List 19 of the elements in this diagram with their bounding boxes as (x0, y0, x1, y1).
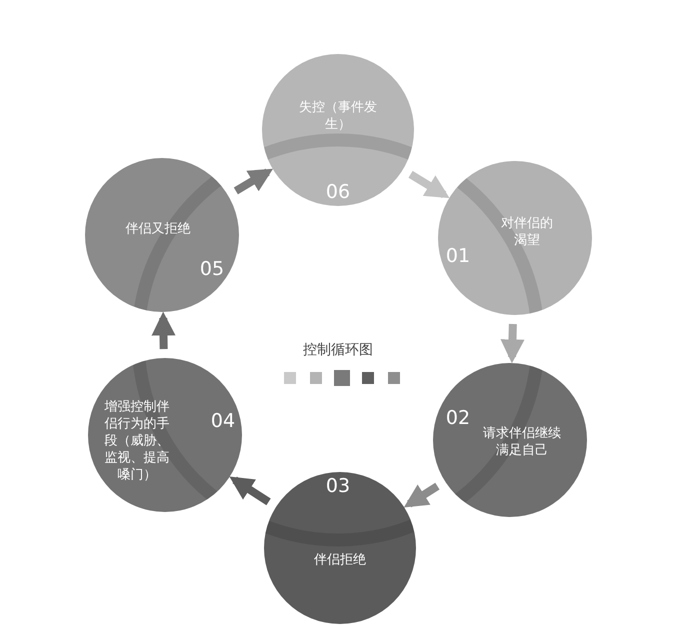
stage-text: 增强控制伴侣行为的手段（威胁、监视、提高嗓门） (104, 398, 170, 484)
diagram-title: 控制循环图 (302, 341, 374, 360)
arrow (152, 312, 176, 350)
stage-text: 伴侣拒绝 (313, 552, 367, 568)
arrow (234, 168, 274, 194)
stage-number: 02 (446, 407, 470, 429)
stage-text: 伴侣又拒绝 (124, 220, 192, 238)
stage-number: 06 (326, 181, 350, 203)
arrow (229, 476, 271, 506)
arrow (408, 170, 450, 198)
stage-text: 对伴侣的渴望 (501, 215, 553, 249)
arrow (500, 324, 524, 364)
stage-text: 失控（事件发生） (298, 99, 378, 133)
stage-number: 03 (326, 475, 350, 497)
stage-number: 01 (446, 245, 470, 267)
stage-text: 请求伴侣继续满足自己 (482, 425, 562, 459)
stage-number: 04 (210, 410, 236, 432)
arrow (404, 482, 440, 508)
stage-number: 05 (200, 258, 224, 280)
